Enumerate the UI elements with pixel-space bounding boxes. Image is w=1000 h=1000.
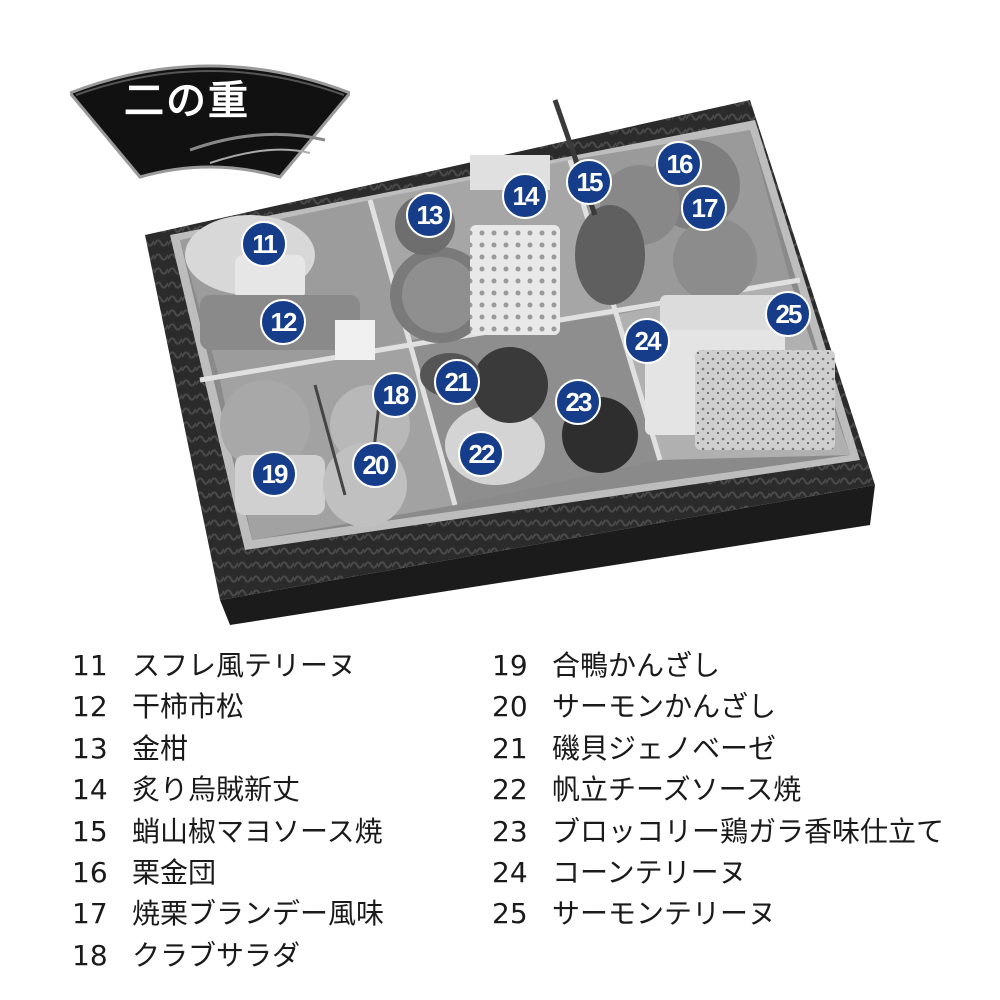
marker-15: 15 (566, 159, 612, 205)
marker-19: 19 (251, 451, 297, 497)
marker-25: 25 (765, 291, 811, 337)
marker-16: 16 (656, 141, 702, 187)
bento-box-photo (145, 99, 875, 625)
marker-22: 22 (458, 431, 504, 477)
marker-20: 20 (352, 442, 398, 488)
marker-11: 11 (241, 221, 287, 267)
fan-header-badge (70, 64, 350, 179)
marker-23: 23 (555, 379, 601, 425)
marker-24: 24 (624, 318, 670, 364)
marker-14: 14 (502, 173, 548, 219)
marker-18: 18 (372, 372, 418, 418)
section-title: 二の重 (124, 77, 250, 124)
marker-21: 21 (434, 359, 480, 405)
marker-17: 17 (681, 185, 727, 231)
marker-12: 12 (260, 299, 306, 345)
marker-13: 13 (406, 192, 452, 238)
